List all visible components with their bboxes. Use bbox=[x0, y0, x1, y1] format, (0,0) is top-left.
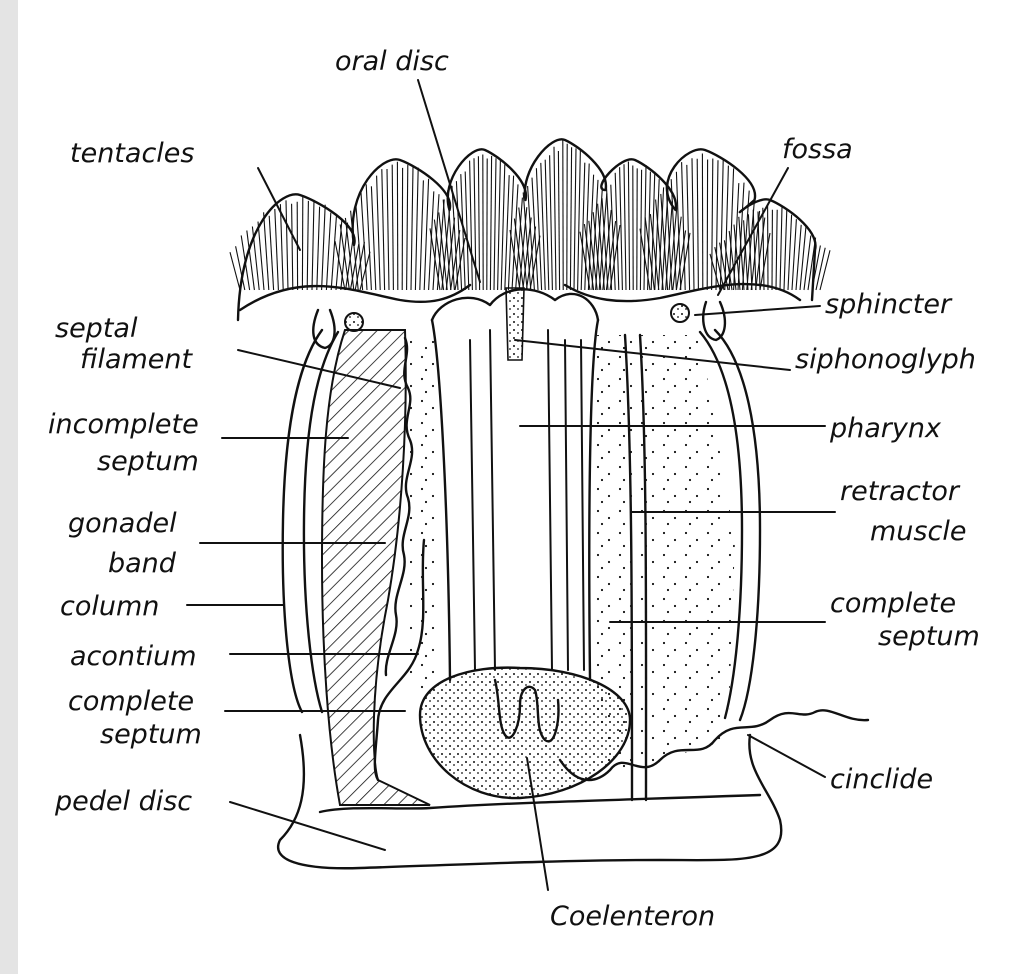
tentacle-stroke bbox=[615, 173, 619, 290]
label-cinclide: cinclide bbox=[830, 764, 933, 795]
tentacle-stroke bbox=[275, 209, 279, 290]
label-complete-left-2: septum bbox=[100, 719, 202, 750]
tentacle-stroke bbox=[541, 163, 545, 290]
label-retractor-1: retractor bbox=[840, 476, 961, 507]
label-incomplete-1: incomplete bbox=[48, 409, 199, 440]
tentacle-stroke bbox=[804, 236, 811, 290]
tentacle-stroke bbox=[788, 215, 792, 290]
label-septal-1: septal bbox=[55, 313, 138, 344]
label-complete-right-1: complete bbox=[830, 588, 956, 619]
tentacle-stroke bbox=[382, 169, 385, 290]
tentacle-stroke bbox=[392, 165, 393, 290]
tentacle-stroke bbox=[415, 168, 418, 290]
tentacle-stroke bbox=[429, 191, 434, 290]
tentacle-stroke bbox=[611, 185, 615, 290]
tentacle-stroke bbox=[687, 165, 690, 290]
tentacle-stroke bbox=[620, 167, 623, 290]
tentacle-stroke bbox=[331, 216, 336, 290]
tentacle-stroke bbox=[784, 210, 787, 290]
tentacle-stroke bbox=[258, 222, 264, 290]
tentacle-stroke bbox=[697, 159, 698, 290]
tentacle-stroke bbox=[558, 151, 559, 290]
tentacle-stroke bbox=[424, 179, 428, 290]
tentacle-stroke bbox=[312, 200, 314, 290]
tentacle-stroke bbox=[550, 155, 553, 290]
label-pharynx: pharynx bbox=[829, 413, 942, 444]
tentacle-stroke bbox=[816, 248, 825, 290]
label-septal-2: filament bbox=[80, 344, 194, 375]
tentacle-stroke bbox=[494, 158, 496, 290]
label-acontium: acontium bbox=[70, 641, 197, 672]
tentacle-stroke bbox=[411, 167, 413, 290]
anemone-body bbox=[230, 139, 868, 868]
label-sphincter: sphincter bbox=[825, 289, 953, 320]
tentacle-stroke bbox=[692, 158, 694, 290]
tentacle-stroke bbox=[716, 160, 718, 290]
tentacle-stroke bbox=[644, 165, 646, 290]
tentacle-stroke bbox=[269, 216, 273, 290]
tentacle-stroke bbox=[470, 161, 473, 290]
tentacle-stroke bbox=[371, 186, 375, 290]
tentacle-stroke bbox=[648, 172, 651, 290]
label-complete-left-1: complete bbox=[68, 686, 194, 717]
tentacle-stroke bbox=[570, 147, 571, 290]
tentacle-stroke bbox=[498, 160, 501, 290]
tentacle-stroke bbox=[792, 219, 796, 290]
tentacle-stroke bbox=[326, 213, 330, 290]
page-margin bbox=[0, 0, 18, 974]
sphincter-left bbox=[345, 313, 363, 331]
tentacle-stroke bbox=[292, 204, 293, 290]
tentacle-stroke bbox=[628, 162, 629, 291]
tentacle-stroke bbox=[490, 156, 491, 290]
label-tentacles: tentacles bbox=[70, 138, 194, 169]
pharynx-tube bbox=[432, 320, 598, 680]
label-incomplete-2: septum bbox=[97, 446, 199, 477]
tentacle-stroke bbox=[545, 160, 549, 290]
tentacle-stroke bbox=[387, 169, 389, 290]
tentacle-stroke bbox=[763, 208, 764, 290]
label-oral-disc: oral disc bbox=[335, 46, 449, 77]
tentacle-stroke bbox=[264, 212, 269, 290]
tentacle-stroke bbox=[317, 207, 320, 290]
tentacle-stroke bbox=[420, 180, 424, 290]
tentacle-stroke bbox=[377, 176, 381, 290]
label-coelenteron: Coelenteron bbox=[550, 901, 715, 932]
tentacle-stroke bbox=[366, 184, 371, 290]
label-column: column bbox=[60, 591, 159, 622]
tentacle-stroke bbox=[407, 165, 408, 290]
tentacle-stroke bbox=[748, 214, 752, 290]
tentacle-stroke bbox=[574, 148, 576, 290]
sphincter-right bbox=[671, 304, 689, 322]
tentacle-stroke bbox=[286, 200, 288, 290]
tentacle-stroke bbox=[780, 207, 782, 290]
tentacle-stroke bbox=[430, 228, 440, 290]
fossa-left bbox=[313, 310, 334, 348]
label-gonadal-2: band bbox=[108, 548, 177, 579]
tentacle-stroke bbox=[322, 205, 326, 290]
tentacle-stroke bbox=[554, 147, 556, 290]
tentacle-stroke bbox=[307, 201, 308, 290]
left-chamber-dots bbox=[410, 340, 440, 690]
tentacle-stroke bbox=[578, 149, 581, 290]
label-pedal-disc: pedel disc bbox=[54, 786, 192, 817]
label-gonadal-1: gonadel bbox=[68, 508, 177, 539]
label-fossa: fossa bbox=[782, 134, 853, 165]
tentacle-stroke bbox=[505, 175, 509, 290]
tentacle-stroke bbox=[501, 164, 505, 290]
tentacle-stroke bbox=[478, 156, 479, 290]
tentacle-stroke bbox=[712, 159, 713, 291]
tentacle-stroke bbox=[720, 160, 723, 290]
siphonoglyph-groove bbox=[506, 288, 524, 360]
tentacle-stroke bbox=[624, 164, 626, 290]
fossa-right bbox=[703, 302, 725, 340]
label-retractor-2: muscle bbox=[870, 516, 966, 547]
label-siphonoglyph: siphonoglyph bbox=[795, 344, 976, 375]
tentacle-stroke bbox=[820, 250, 830, 290]
label-complete-right-2: septum bbox=[878, 621, 980, 652]
tentacle-stroke bbox=[776, 210, 777, 290]
tentacle-stroke bbox=[725, 166, 729, 290]
tentacle-stroke bbox=[465, 172, 469, 291]
tentacle-strokes bbox=[230, 140, 830, 290]
